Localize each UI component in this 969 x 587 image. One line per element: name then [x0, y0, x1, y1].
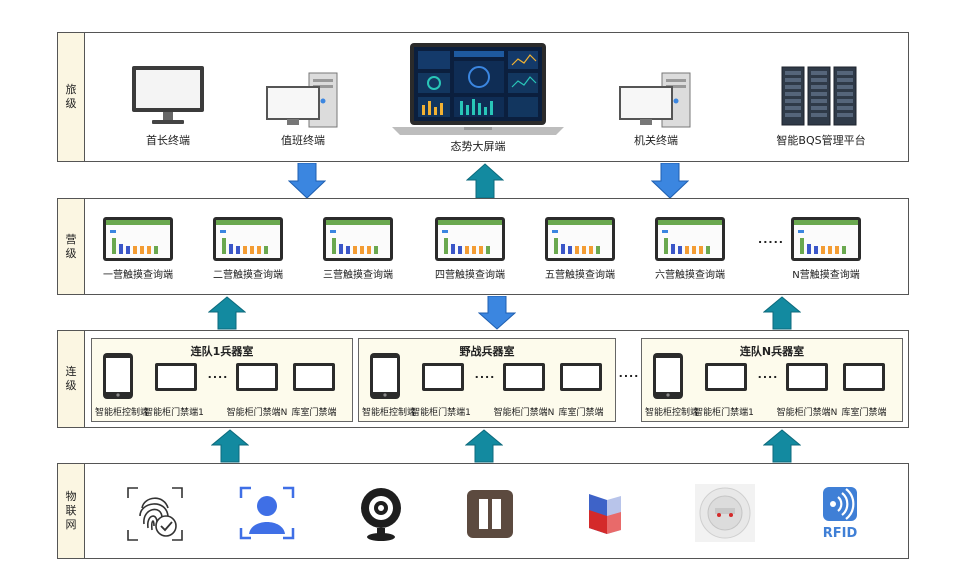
arrow-up [763, 296, 801, 330]
battalion-item-4: 五营触摸查询端 [545, 270, 615, 281]
company-device-label: 智能柜门禁端N [776, 408, 838, 418]
company-device-label: 智能柜控制端 [644, 408, 700, 418]
battalion-ellipsis: ..... [758, 233, 784, 246]
brigade-item-4: 智能BQS管理平台 [776, 134, 866, 147]
brigade-item-1: 值班终端 [281, 134, 325, 147]
battalion-item-5: 六营触摸查询端 [655, 270, 725, 281]
company-device-label: 智能柜门禁端1 [411, 408, 471, 418]
company-device-label: 智能柜门禁端1 [694, 408, 754, 418]
tablet-device-icon [652, 352, 684, 400]
brigade-item-0: 首长终端 [146, 134, 190, 147]
face-recognition-icon [239, 486, 295, 540]
battalion-item-1: 二营触摸查询端 [213, 270, 283, 281]
battalion-item-0: 一营触摸查询端 [103, 270, 173, 281]
arrow-up [466, 163, 504, 199]
tier-brigade-label: 旅级 [58, 33, 85, 161]
arrow-up [208, 296, 246, 330]
desktop-pc-icon [616, 71, 696, 129]
group-title: 连队1兵器室 [190, 345, 254, 358]
device-ellipsis: .... [207, 368, 229, 381]
touch-tablet-icon [544, 216, 616, 262]
group-ellipsis: .... [618, 367, 640, 380]
device-ellipsis: .... [757, 368, 779, 381]
monitor-screen-icon [559, 362, 603, 392]
company-device-label: 智能柜门禁端N [493, 408, 555, 418]
company-device-label: 智能柜控制端 [94, 408, 150, 418]
tablet-device-icon [102, 352, 134, 400]
brigade-item-3: 机关终端 [634, 134, 678, 147]
group-title: 连队N兵器室 [739, 345, 805, 358]
touch-tablet-icon [322, 216, 394, 262]
big-screen-laptop-icon [388, 41, 568, 137]
monitor-screen-icon [154, 362, 198, 392]
arrow-up [211, 429, 249, 463]
monitor-screen-icon [235, 362, 279, 392]
company-device-label: 库室门禁端 [558, 408, 604, 418]
touch-tablet-icon [434, 216, 506, 262]
fingerprint-icon [126, 486, 184, 542]
touch-tablet-icon [212, 216, 284, 262]
monitor-screen-icon [785, 362, 829, 392]
arrow-down [288, 163, 326, 199]
server-rack-icon [780, 65, 858, 127]
rfid-label: RFID [823, 526, 858, 541]
group-title: 野战兵器室 [459, 345, 515, 358]
monitor-screen-icon [502, 362, 546, 392]
tier-battalion: 营级 ..... 一营触摸查询端 二营触摸查询端 三营触摸查询端 四营触摸查询端 五营触… [57, 198, 909, 295]
company-device-label: 库室门禁端 [841, 408, 887, 418]
battalion-item-6: N营触摸查询端 [792, 270, 860, 281]
tablet-device-icon [369, 352, 401, 400]
monitor-screen-icon [421, 362, 465, 392]
company-device-label: 智能柜门禁端N [226, 408, 288, 418]
tier-company-label: 连级 [58, 331, 85, 427]
tier-brigade: 旅级 首长终端 值班终端 [57, 32, 909, 162]
touch-tablet-icon [102, 216, 174, 262]
door-lock-icon [466, 489, 514, 539]
monitor-screen-icon [842, 362, 886, 392]
arrow-down [651, 163, 689, 199]
camera-icon [358, 486, 404, 542]
battalion-item-2: 三营触摸查询端 [323, 270, 393, 281]
tier-iot-label: 物联网 [58, 464, 85, 558]
monitor-screen-icon [292, 362, 336, 392]
touch-tablet-icon [654, 216, 726, 262]
tier-battalion-label: 营级 [58, 199, 85, 294]
desktop-pc-icon [263, 71, 343, 129]
arrow-up [465, 429, 503, 463]
device-ellipsis: .... [474, 368, 496, 381]
brigade-item-2: 态势大屏端 [450, 140, 506, 153]
tier-iot: 物联网 [57, 463, 909, 559]
arrow-up [763, 429, 801, 463]
rfid-icon: RFID [817, 486, 863, 542]
company-device-label: 智能柜控制端 [361, 408, 417, 418]
company-device-label: 智能柜门禁端1 [144, 408, 204, 418]
arrow-down [478, 296, 516, 330]
battalion-item-3: 四营触摸查询端 [435, 270, 505, 281]
smoke-detector-icon [695, 484, 755, 542]
monitor-icon [128, 64, 208, 129]
alarm-light-icon [585, 490, 625, 538]
touch-tablet-icon [790, 216, 862, 262]
company-device-label: 库室门禁端 [291, 408, 337, 418]
monitor-screen-icon [704, 362, 748, 392]
